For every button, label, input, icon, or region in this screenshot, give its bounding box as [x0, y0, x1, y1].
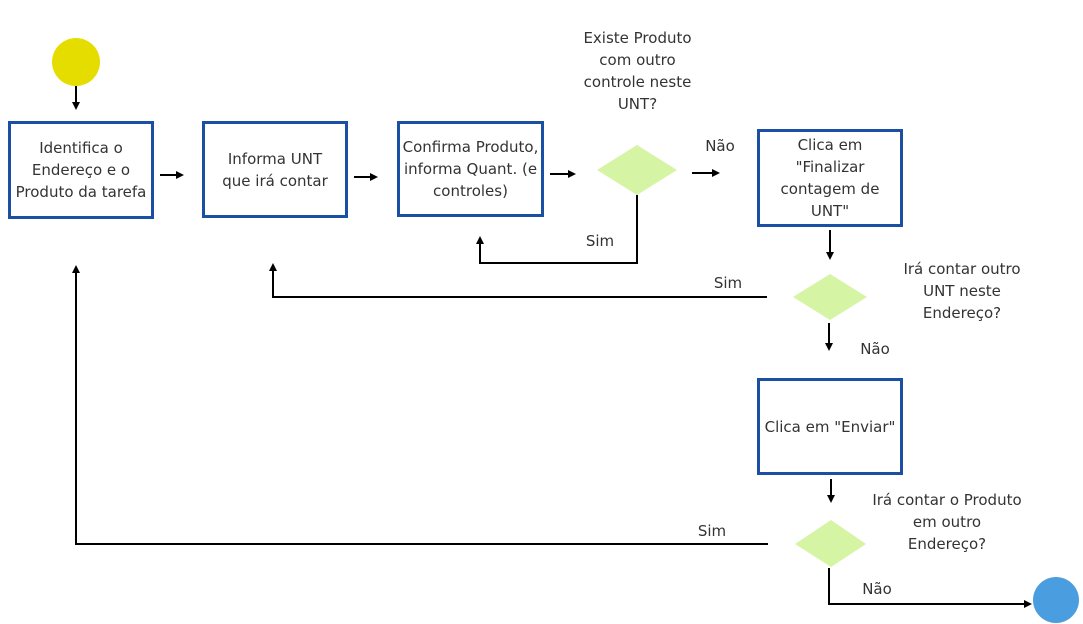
- connector-d3-end: [828, 568, 1032, 608]
- process-informa-unt-label: Informa UNT que irá contar: [222, 149, 328, 190]
- start-node: [52, 38, 100, 86]
- connector-d2-sim-loop: [269, 263, 767, 298]
- process-identifica: Identifica o Endereço e o Produto da tar…: [8, 121, 154, 219]
- edge-label-d2-nao: Não: [860, 340, 890, 358]
- process-identifica-label: Identifica o Endereço e o Produto da tar…: [15, 139, 147, 201]
- process-finalizar-label: Clica em "Finalizar contagem de UNT": [780, 136, 880, 220]
- decision-diamond-d2: [793, 274, 867, 320]
- decision-diamond-d1: [597, 145, 677, 195]
- process-confirma-label: Confirma Produto, informa Quant. (e cont…: [402, 138, 539, 200]
- edge-label-d1-nao: Não: [705, 137, 735, 155]
- edge-label-d1-sim: Sim: [585, 232, 615, 250]
- process-enviar: Clica em "Enviar": [757, 378, 903, 475]
- edge-label-d3-sim: Sim: [697, 522, 727, 540]
- decision-diamond-d3: [795, 520, 866, 567]
- process-enviar-label: Clica em "Enviar": [764, 417, 896, 436]
- edge-label-d2-sim: Sim: [713, 274, 743, 292]
- decision-d3-question: Irá contar o Produto em outro Endereço?: [872, 491, 1022, 553]
- process-confirma: Confirma Produto, informa Quant. (e cont…: [397, 121, 544, 217]
- process-finalizar: Clica em "Finalizar contagem de UNT": [757, 129, 903, 227]
- edge-label-d3-nao: Não: [862, 580, 892, 598]
- decision-d1-question: Existe Produto com outro controle neste …: [583, 29, 692, 113]
- connector-d3-sim-loop: [72, 265, 768, 545]
- process-informa-unt: Informa UNT que irá contar: [202, 121, 348, 218]
- connector-d1-sim-loop: [476, 195, 638, 264]
- end-node: [1033, 577, 1079, 623]
- decision-d2-question: Irá contar outro UNT neste Endereço?: [903, 260, 1021, 322]
